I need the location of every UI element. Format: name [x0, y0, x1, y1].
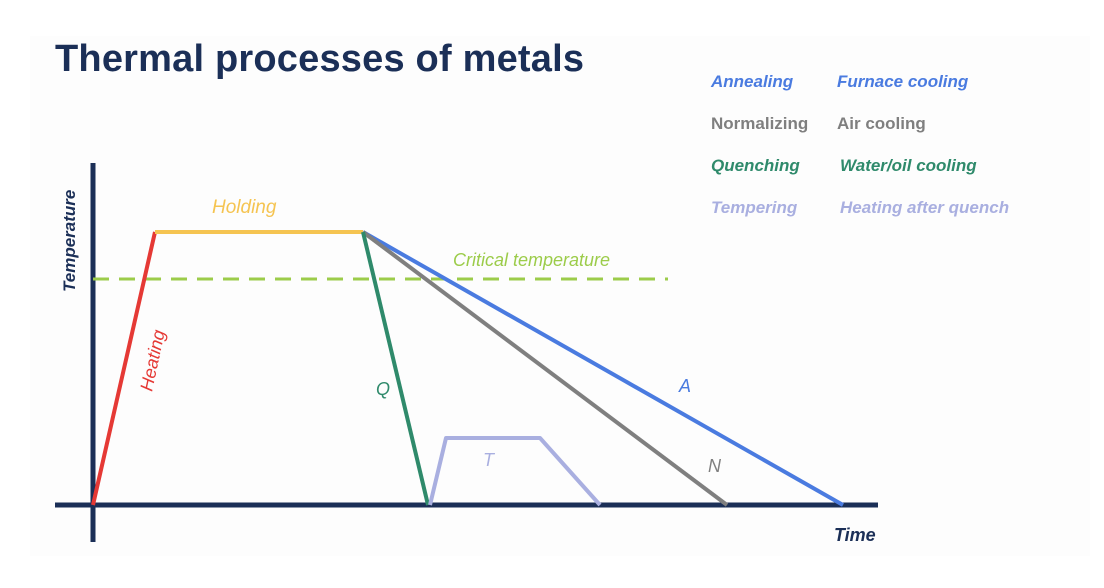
critical-temperature-label: Critical temperature	[453, 250, 610, 270]
legend-heating-after-quench: Heating after quench	[840, 198, 1010, 217]
normalize-label: N	[708, 456, 722, 476]
holding-label: Holding	[212, 197, 277, 218]
normalizing-line	[361, 230, 729, 507]
quenching-line	[361, 231, 430, 506]
tempering-line	[428, 436, 602, 507]
legend-normalizing: Normalizing	[711, 114, 809, 133]
page-margin	[0, 0, 30, 588]
heating-line	[91, 231, 157, 506]
y-axis-label: Temperature	[60, 190, 79, 292]
heating-label: Heating	[136, 328, 168, 393]
temper-label: T	[483, 450, 496, 470]
legend-water-oil-cooling: Water/oil cooling	[840, 156, 977, 175]
anneal-label: A	[678, 376, 691, 396]
legend-air-cooling: Air cooling	[837, 114, 926, 133]
x-axis-label: Time	[834, 525, 876, 545]
legend-tempering: Tempering	[711, 198, 798, 217]
slide-background	[30, 36, 1090, 556]
page-title: Thermal processes of metals	[55, 38, 585, 80]
quench-label: Q	[376, 379, 390, 399]
annealing-line	[362, 230, 844, 507]
legend-furnace-cooling: Furnace cooling	[837, 72, 969, 91]
legend-annealing: Annealing	[711, 72, 794, 91]
legend-quenching: Quenching	[711, 156, 800, 175]
